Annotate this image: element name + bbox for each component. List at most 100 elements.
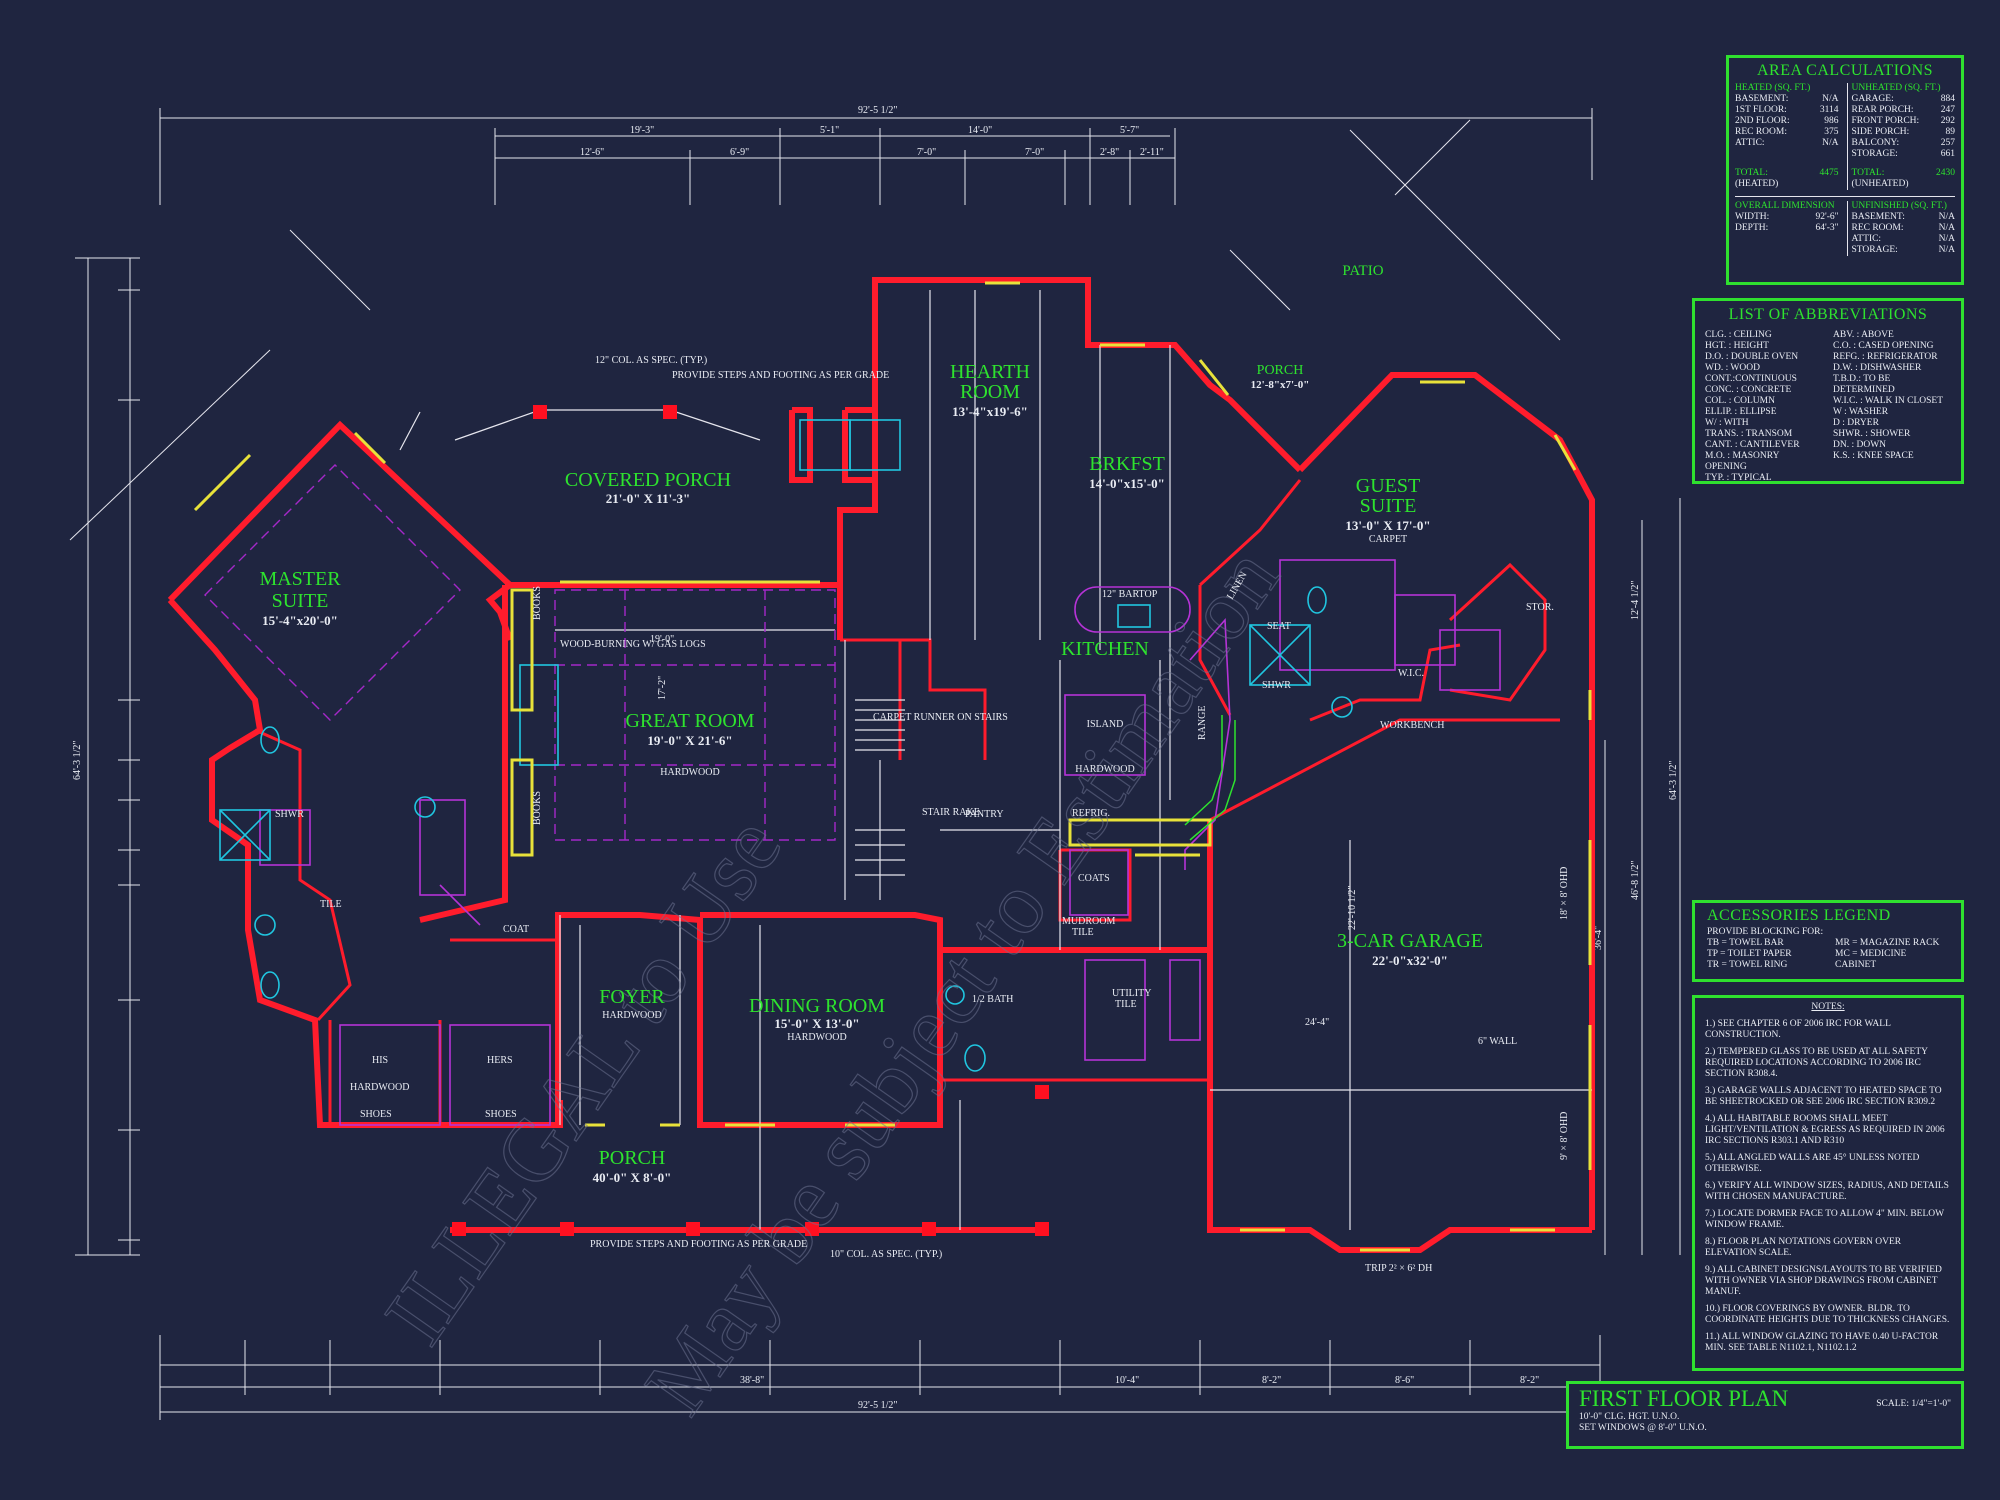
- title-line-2: SET WINDOWS @ 8'-0" U.N.O.: [1579, 1423, 1707, 1433]
- brkfst-label: BRKFST: [1089, 453, 1165, 475]
- abbrev-item: C.O. : CASED OPENING: [1833, 341, 1934, 351]
- abbrev-item: W : WASHER: [1833, 407, 1889, 417]
- dim-top-e: 12'-6": [580, 147, 604, 158]
- watermark-line2: May be subject to Estimation: [627, 531, 1298, 1432]
- plan-notes: 12" COL. AS SPEC. (TYP.) PROVIDE STEPS A…: [275, 355, 1570, 1274]
- note-mudroom: MUDROOM: [1062, 916, 1115, 927]
- note-shoes-right: SHOES: [485, 1109, 517, 1120]
- note-books-bottom: BOOKS: [532, 791, 543, 825]
- abbrev-item: COL. : COLUMN: [1705, 396, 1775, 406]
- dim-dining-width: 24'-4": [1305, 1017, 1329, 1028]
- dim-top-b: 5'-1": [820, 125, 839, 136]
- unheated-row: GARAGE:884: [1851, 94, 1956, 104]
- abbrev-item: D : DRYER: [1833, 418, 1879, 428]
- hearth-label-2: ROOM: [960, 381, 1020, 403]
- abbrev-item: K.S. : KNEE SPACE: [1833, 451, 1914, 461]
- covered-porch-label: COVERED PORCH: [565, 469, 731, 491]
- accessories-intro: PROVIDE BLOCKING FOR:: [1707, 927, 1824, 937]
- note-half-bath: 1/2 BATH: [972, 994, 1013, 1005]
- foyer-floor: HARDWOOD: [602, 1010, 661, 1021]
- notes-panel: NOTES: 1.) SEE CHAPTER 6 OF 2006 IRC FOR…: [1692, 995, 1964, 1371]
- note-hers: HERS: [487, 1055, 513, 1066]
- note-carpet-runner: CARPET RUNNER ON STAIRS: [873, 712, 1008, 723]
- abbrev-item: D.O. : DOUBLE OVEN: [1705, 352, 1799, 362]
- title-line-1: 10'-0" CLG. HGT. U.N.O.: [1579, 1412, 1680, 1422]
- dim-overall-depth-left: 64'-3 1/2": [72, 741, 83, 781]
- heated-rows: BASEMENT:N/A 1ST FLOOR:3114 2ND FLOOR:98…: [1735, 94, 1839, 149]
- master-label-2: SUITE: [272, 590, 329, 612]
- note-bartop: 12" BARTOP: [1102, 589, 1158, 600]
- unheated-row: REAR PORCH:247: [1851, 105, 1956, 115]
- abbrev-item: HGT. : HEIGHT: [1705, 341, 1769, 351]
- dining-floor: HARDWOOD: [787, 1032, 846, 1043]
- note-coats: COATS: [1078, 873, 1110, 884]
- dim-top-f: 6'-9": [730, 147, 749, 158]
- guest-label-1: GUEST: [1356, 475, 1420, 497]
- note-col-bottom: 10" COL. AS SPEC. (TYP.): [830, 1249, 942, 1260]
- master-label-1: MASTER: [259, 568, 341, 590]
- covered-porch-dim: 21'-0" X 11'-3": [606, 491, 691, 506]
- sheet-title: FIRST FLOOR PLAN: [1579, 1386, 1789, 1411]
- accessory-item: TB = TOWEL BAR: [1707, 938, 1784, 948]
- porch-rear-label: PORCH: [1257, 363, 1304, 378]
- heated-row: 1ST FLOOR:3114: [1735, 105, 1839, 115]
- note-stor: STOR.: [1526, 602, 1554, 613]
- kitchen-counters-green: [1184, 715, 1236, 841]
- abbrev-item: CANT. : CANTILEVER: [1705, 440, 1800, 450]
- note-coat: COAT: [503, 924, 529, 935]
- unfinished-row: BASEMENT:N/A: [1851, 212, 1956, 222]
- dim-bot-a: 38'-8": [740, 1375, 764, 1386]
- dining-label: DINING ROOM: [749, 995, 885, 1017]
- dim-garage-depth: 22'-10 1/2": [1347, 886, 1358, 931]
- overall-row: DEPTH:64'-3": [1735, 223, 1839, 233]
- note-overhead1: 18' × 8' OHD: [1559, 867, 1570, 920]
- dim-overall-width-bottom: 92'-5 1/2": [858, 1400, 898, 1411]
- note-item: 4.) ALL HABITABLE ROOMS SHALL MEET LIGHT…: [1705, 1114, 1945, 1146]
- hearth-dim: 13'-4"x19'-6": [952, 404, 1028, 419]
- abbrev-item: D.W. : DISHWASHER: [1833, 363, 1922, 373]
- abbrev-item: TRANS. : TRANSOM: [1705, 429, 1793, 439]
- note-item: 2.) TEMPERED GLASS TO BE USED AT ALL SAF…: [1705, 1047, 1928, 1079]
- abbrev-title: LIST OF ABBREVIATIONS: [1728, 306, 1928, 323]
- heated-total: TOTAL:4475: [1735, 168, 1839, 178]
- unheated-row: SIDE PORCH:89: [1851, 127, 1956, 137]
- note-trip-window: TRIP 2² × 6² DH: [1365, 1263, 1432, 1274]
- cabinets-and-ceiling-lines: [204, 464, 1501, 1126]
- abbrev-item: REFG. : REFRIGERATOR: [1833, 352, 1938, 362]
- island-label: ISLAND: [1087, 719, 1124, 730]
- dim-bot-c: 8'-2": [1262, 1375, 1281, 1386]
- note-wic: W.I.C.: [1398, 668, 1424, 679]
- porch-rear-dim: 12'-8"x7'-0": [1251, 379, 1310, 391]
- bottom-dimension-strings: 38'-8" 10'-4" 8'-2" 8'-6" 8'-2" 92'-5 1/…: [159, 1335, 1601, 1420]
- dim-top-a: 19'-3": [630, 125, 654, 136]
- abbreviations-panel: LIST OF ABBREVIATIONS CLG. : CEILING HGT…: [1692, 298, 1964, 484]
- note-item: 8.) FLOOR PLAN NOTATIONS GOVERN OVER ELE…: [1705, 1237, 1902, 1258]
- heated-row: 2ND FLOOR:986: [1735, 116, 1839, 126]
- note-pantry: PANTRY: [965, 809, 1004, 820]
- unheated-row: BALCONY:257: [1851, 138, 1956, 148]
- note-item: 10.) FLOOR COVERINGS BY OWNER. BLDR. TO …: [1705, 1304, 1950, 1325]
- note-item: 3.) GARAGE WALLS ADJACENT TO HEATED SPAC…: [1705, 1086, 1942, 1107]
- scale-label: SCALE: 1/4"=1'-0": [1876, 1399, 1951, 1409]
- dim-bot-b: 10'-4": [1115, 1375, 1139, 1386]
- guest-label-2: SUITE: [1360, 495, 1417, 517]
- note-utility-floor: TILE: [1115, 999, 1137, 1010]
- heated-heading: HEATED (SQ. FT.): [1735, 83, 1811, 93]
- dim-right-b: 46'-8 1/2": [1630, 861, 1641, 901]
- dim-top-i: 2'-8": [1100, 147, 1119, 158]
- unheated-paren: (UNHEATED): [1851, 179, 1909, 189]
- dim-top-g: 7'-0": [917, 147, 936, 158]
- note-workbench: WORKBENCH: [1380, 720, 1444, 731]
- unheated-row: STORAGE:661: [1851, 149, 1956, 159]
- dining-dim: 15'-0" X 13'-0": [774, 1016, 859, 1031]
- abbrev-item: CONC. : CONCRETE: [1705, 385, 1792, 395]
- great-room-floor: HARDWOOD: [660, 767, 719, 778]
- unheated-total: TOTAL:2430: [1851, 168, 1956, 178]
- garage-dim: 22'-0"x32'-0": [1372, 953, 1448, 968]
- guest-floor: CARPET: [1369, 534, 1407, 545]
- area-calculations-panel: AREA CALCULATIONS HEATED (SQ. FT.) BASEM…: [1726, 55, 1964, 285]
- abbrev-item: CONT.:CONTINUOUS: [1705, 374, 1797, 384]
- abbrev-item: W.I.C. : WALK IN CLOSET: [1833, 396, 1944, 406]
- unheated-rows: GARAGE:884 REAR PORCH:247 FRONT PORCH:29…: [1852, 94, 1956, 160]
